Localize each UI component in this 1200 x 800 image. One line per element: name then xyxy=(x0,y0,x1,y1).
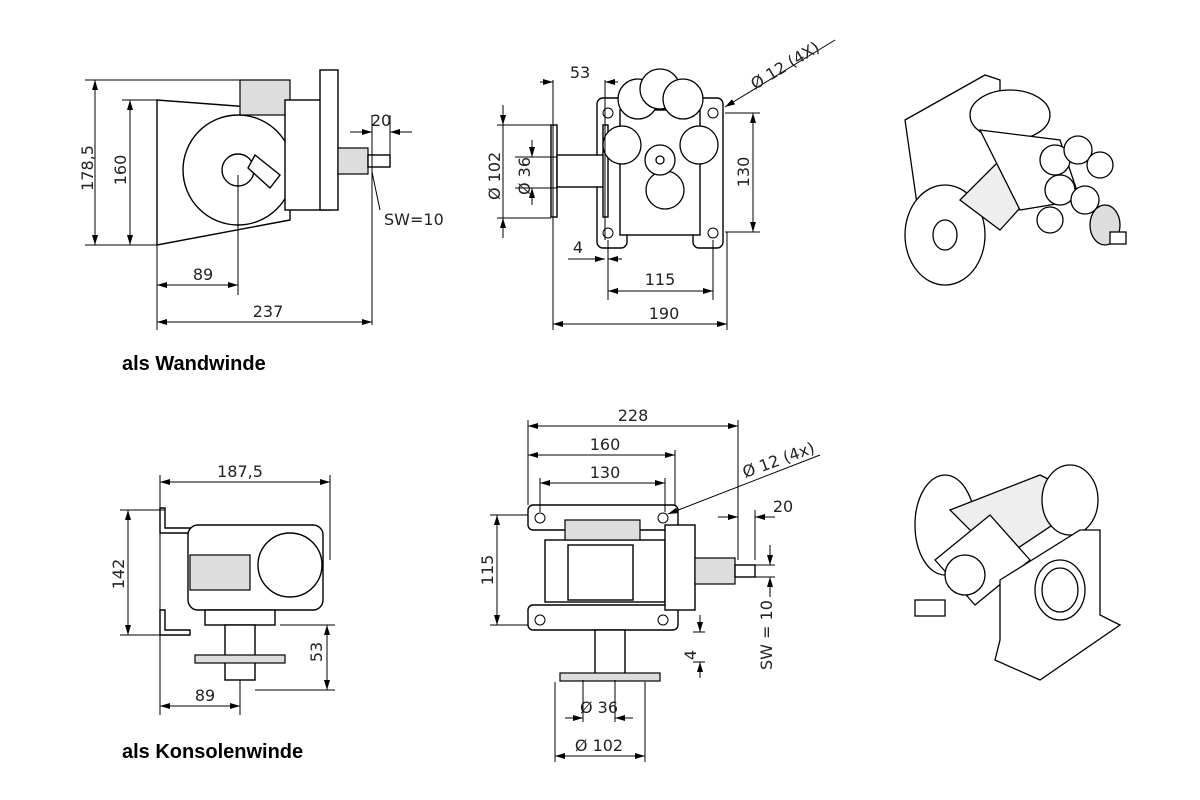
dim-wrench-size: SW=10 xyxy=(384,210,444,229)
dim-height-total: 178,5 xyxy=(78,145,97,191)
console-winch-front-view: 228 160 130 Ø 12 (4x) 20 115 4 SW = 10 Ø… xyxy=(478,406,821,762)
dim-console-length-total: 187,5 xyxy=(217,462,263,481)
dim-drum-diameter: Ø 36 xyxy=(515,157,534,195)
dim-console-front-height: 115 xyxy=(478,555,497,586)
dim-console-hole-diameter: Ø 12 (4x) xyxy=(740,438,817,482)
dim-console-wrench-size: SW = 10 xyxy=(757,600,776,670)
wall-winch-isometric-view xyxy=(904,74,1127,286)
dim-drum-offset: 89 xyxy=(193,265,213,284)
dim-console-shaft-length: 20 xyxy=(773,497,793,516)
dim-hole-spacing-vertical: 130 xyxy=(734,157,753,188)
dim-height-plate: 160 xyxy=(111,155,130,186)
dim-console-drum-offset: 89 xyxy=(195,686,215,705)
dim-width-total: 190 xyxy=(649,304,680,323)
caption-console-winch: als Konsolenwinde xyxy=(122,741,303,763)
wall-winch-front-view: 53 Ø 12 (4X) Ø 102 Ø 36 130 4 115 190 xyxy=(485,38,836,330)
caption-wall-winch: als Wandwinde xyxy=(122,353,266,375)
dim-drum-width: 53 xyxy=(570,63,590,82)
wall-winch-side-view: 178,5 160 20 SW=10 89 237 xyxy=(78,69,444,330)
dim-console-plate-thickness: 4 xyxy=(681,650,700,660)
dim-hole-spacing-horizontal: 115 xyxy=(645,270,676,289)
dim-console-flange-diameter: Ø 102 xyxy=(575,736,623,755)
dim-plate-thickness: 4 xyxy=(573,238,583,257)
dim-flange-diameter: Ø 102 xyxy=(485,152,504,200)
dim-console-front-length: 228 xyxy=(618,406,649,425)
console-winch-isometric-view xyxy=(914,464,1122,681)
dim-console-hole-spacing: 130 xyxy=(590,463,621,482)
dim-drum-drop: 53 xyxy=(307,642,326,662)
dim-hole-diameter: Ø 12 (4X) xyxy=(747,38,823,94)
dim-length-total: 237 xyxy=(253,302,284,321)
dim-shaft-length: 20 xyxy=(371,111,391,130)
dim-console-drum-diameter: Ø 36 xyxy=(580,698,618,717)
dim-console-height: 142 xyxy=(109,559,128,590)
console-winch-side-view: 187,5 142 53 89 xyxy=(109,462,335,715)
dim-plate-length: 160 xyxy=(590,435,621,454)
